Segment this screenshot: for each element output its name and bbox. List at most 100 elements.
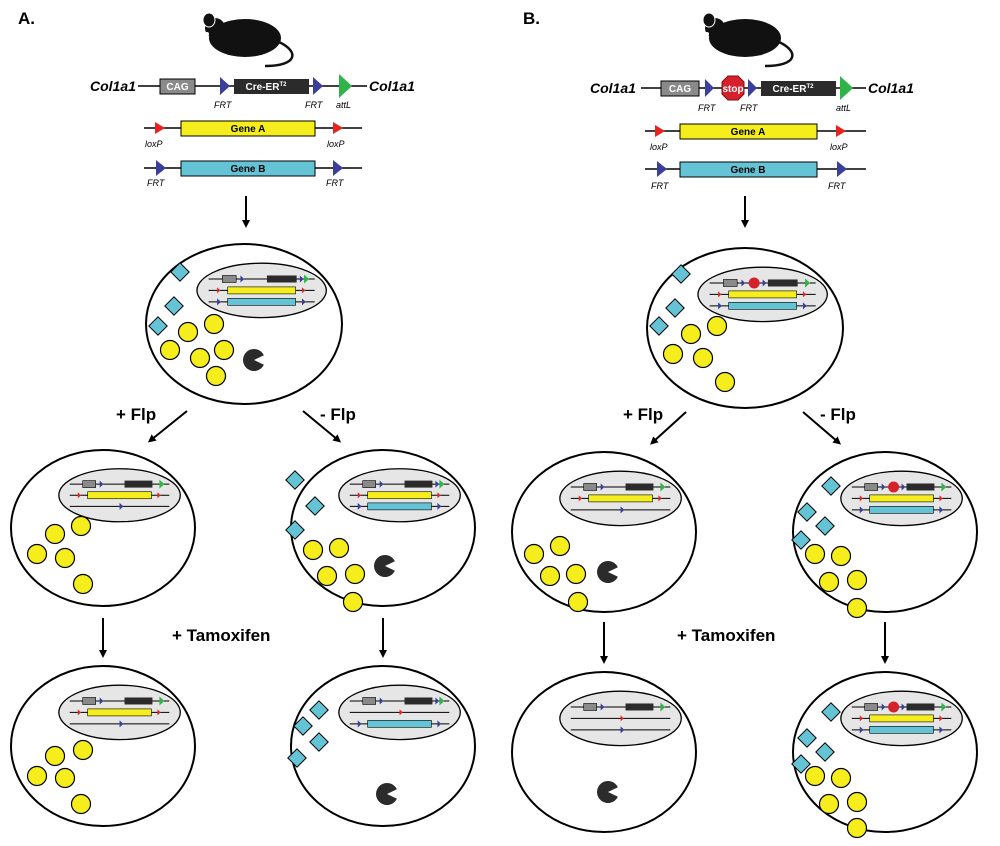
loxp-site-icon bbox=[859, 495, 864, 502]
protein-a-circle-icon bbox=[565, 563, 587, 585]
gene-a-label: Gene A bbox=[731, 127, 766, 138]
protein-a-circle-icon bbox=[342, 591, 364, 613]
loxp-label: loxP bbox=[327, 139, 345, 149]
gene-a-box bbox=[679, 123, 818, 140]
cag-promoter-box bbox=[583, 703, 597, 711]
cre-ert2-box bbox=[234, 79, 309, 94]
loxp-site-icon bbox=[718, 291, 722, 298]
gene-a-box bbox=[87, 708, 152, 717]
attl-site-icon bbox=[339, 74, 352, 98]
protein-b-diamond-icon bbox=[305, 496, 325, 516]
construct-b: Col1a1 Col1a1 CAG stop Cre-ERT2 FRT FRT … bbox=[590, 75, 914, 113]
loxp-site-icon bbox=[437, 492, 441, 499]
protein-a-circle-icon bbox=[54, 767, 76, 789]
frt-site-icon bbox=[435, 480, 440, 488]
loxp-site-icon bbox=[655, 125, 665, 137]
attl-label: attL bbox=[336, 100, 351, 110]
attl-site-icon bbox=[439, 479, 445, 489]
frt-site-icon bbox=[620, 726, 625, 734]
protein-a-circle-icon bbox=[44, 745, 66, 767]
cag-promoter-box bbox=[159, 78, 196, 95]
protein-a-circle-icon bbox=[523, 543, 545, 565]
cre-ert2-box bbox=[266, 275, 297, 283]
attl-site-icon bbox=[304, 274, 310, 284]
flow-arrows bbox=[99, 196, 889, 664]
cre-ert2-box bbox=[761, 81, 836, 96]
attl-label: attL bbox=[836, 103, 851, 113]
col1a1-left-label: Col1a1 bbox=[590, 80, 636, 96]
protein-a-circle-icon bbox=[70, 515, 92, 537]
plus-flp-label-a: + Flp bbox=[116, 405, 156, 424]
loxp-site-icon bbox=[578, 495, 583, 502]
gene-b-construct-b: Gene B FRT FRT bbox=[645, 161, 866, 191]
gene-b-box bbox=[367, 720, 432, 728]
cell-a-mid-left bbox=[10, 449, 196, 607]
tamoxifen-label-b: + Tamoxifen bbox=[677, 626, 775, 645]
gene-b-box bbox=[869, 506, 934, 514]
protein-a-circle-icon bbox=[72, 573, 94, 595]
protein-b-diamond-icon bbox=[649, 316, 669, 336]
protein-a-circle-icon bbox=[328, 537, 350, 559]
cell-b-bot-left bbox=[511, 671, 697, 833]
protein-a-circle-icon bbox=[846, 569, 868, 591]
attl-site-icon bbox=[840, 76, 853, 100]
protein-a-circle-icon bbox=[344, 563, 366, 585]
protein-a-circle-icon bbox=[818, 793, 840, 815]
protein-b-diamond-icon bbox=[287, 748, 307, 768]
frt-site-icon bbox=[881, 703, 886, 711]
cell-a-bot-left bbox=[10, 665, 196, 827]
loxp-site-icon bbox=[399, 709, 403, 716]
loxp-site-icon bbox=[77, 709, 82, 716]
protein-a-circle-icon bbox=[830, 767, 852, 789]
gene-b-box bbox=[227, 298, 296, 306]
cre-ert2-box bbox=[906, 483, 935, 491]
frt-site-icon bbox=[657, 161, 667, 177]
stop-sign-icon bbox=[888, 481, 900, 493]
cre-ert2-box bbox=[404, 697, 433, 705]
cre-sup-label: T2 bbox=[806, 84, 814, 90]
attl-site-icon bbox=[439, 696, 445, 706]
loxp-site-icon bbox=[77, 492, 82, 499]
attl-site-icon bbox=[941, 482, 947, 492]
frt-site-icon bbox=[859, 506, 864, 514]
gene-a-box bbox=[728, 290, 797, 299]
mouse-icon-b bbox=[702, 12, 794, 68]
protein-b-diamond-icon bbox=[309, 700, 329, 720]
gene-b-box bbox=[367, 502, 432, 511]
frt-site-icon bbox=[357, 720, 362, 728]
protein-a-circle-icon bbox=[177, 321, 199, 343]
cag-promoter-box bbox=[864, 483, 878, 491]
protein-a-circle-icon bbox=[213, 339, 235, 361]
frt-site-icon bbox=[301, 298, 306, 306]
minus-flp-label-a: - Flp bbox=[320, 405, 356, 424]
col1a1-right-label: Col1a1 bbox=[868, 80, 914, 96]
protein-b-diamond-icon bbox=[791, 530, 811, 550]
cell-b-bot-right bbox=[791, 671, 978, 839]
cre-protein-pacman-icon bbox=[375, 783, 397, 806]
cells-layer bbox=[10, 243, 978, 839]
frt-site-icon bbox=[600, 703, 605, 711]
protein-a-circle-icon bbox=[804, 765, 826, 787]
plus-flp-label-b: + Flp bbox=[623, 405, 663, 424]
cell-a-top bbox=[145, 243, 343, 405]
frt-site-icon bbox=[313, 77, 323, 95]
protein-b-diamond-icon bbox=[821, 702, 841, 722]
diagonal-arrow-icon bbox=[802, 411, 842, 445]
loxp-site-icon bbox=[333, 122, 343, 134]
loxp-site-icon bbox=[155, 122, 165, 134]
loxp-site-icon bbox=[217, 287, 221, 294]
minus-flp-label-b: - Flp bbox=[820, 405, 856, 424]
protein-b-diamond-icon bbox=[791, 754, 811, 774]
protein-a-circle-icon bbox=[818, 571, 840, 593]
protein-a-circle-icon bbox=[539, 565, 561, 587]
frt-site-icon bbox=[705, 79, 714, 97]
cag-label: CAG bbox=[669, 84, 691, 95]
frt-site-icon bbox=[901, 703, 906, 711]
gene-a-box bbox=[869, 714, 934, 723]
loxp-site-icon bbox=[620, 715, 624, 722]
loxp-site-icon bbox=[157, 492, 161, 499]
cag-promoter-box bbox=[362, 697, 376, 705]
frt-label: FRT bbox=[698, 103, 717, 113]
protein-a-circle-icon bbox=[302, 539, 324, 561]
